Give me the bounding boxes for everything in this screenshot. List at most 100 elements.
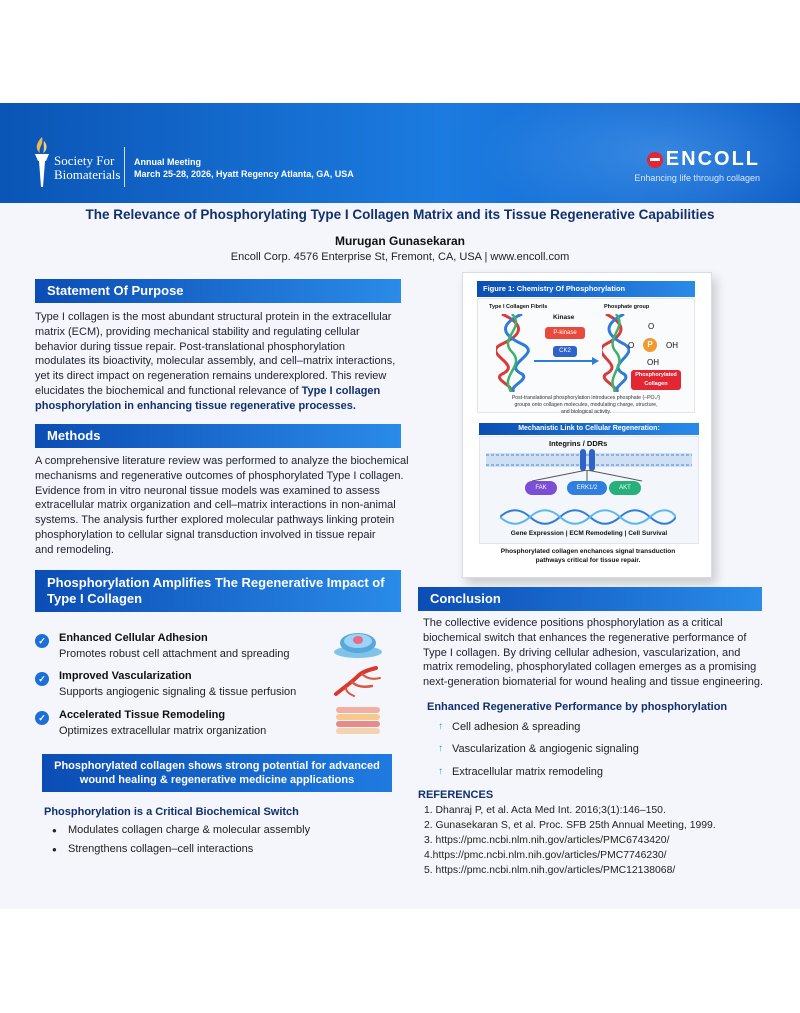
conclusion-text: The collective evidence positions phosph…	[423, 616, 793, 690]
check-icon: ✓	[35, 672, 49, 686]
feature-title: Improved Vascularization	[59, 670, 192, 682]
purpose-line: elucidates the biochemical and functiona…	[35, 384, 415, 399]
reference-link[interactable]: 3. https://pmc.ncbi.nlm.nih.gov/articles…	[424, 835, 670, 846]
reference-link[interactable]: 5. https://pmc.ncbi.nlm.nih.gov/articles…	[424, 865, 676, 876]
meeting-info: Annual Meeting March 25-28, 2026, Hyatt …	[134, 156, 354, 180]
signal-arrows-icon	[531, 470, 643, 482]
phos-collagen-line1: Phosphorylated	[635, 372, 677, 378]
methods-line: extracellular matrix organization and ce…	[35, 499, 396, 512]
affiliation: Encoll Corp. 4576 Enterprise St, Fremont…	[230, 251, 570, 263]
purpose-line: modulates its bioactivity, molecular ass…	[35, 355, 396, 368]
arrow-up-icon: ↑	[438, 743, 443, 754]
feature-desc: Supports angiogenic signaling & tissue p…	[59, 686, 297, 698]
atom-o-top: O	[648, 322, 655, 331]
arrow-up-icon: ↑	[438, 721, 443, 732]
encoll-mark-icon	[646, 151, 663, 168]
blood-vessel-icon	[334, 666, 381, 697]
methods-heading: Methods	[35, 424, 401, 448]
sfb-logo: Society For Biomaterials	[32, 135, 132, 187]
ck2-box: CK2	[553, 346, 577, 357]
torch-icon	[35, 137, 49, 187]
references-heading: REFERENCES	[418, 789, 494, 801]
figure-description: Post-translational phosphorylation intro…	[481, 395, 691, 416]
purpose-highlight-b: phosphorylation in enhancing tissue rege…	[35, 399, 356, 412]
methods-line: mechanisms and regenerative outcomes of …	[35, 469, 404, 482]
reference-item: 1. Dhanraj P, et al. Acta Med Int. 2016;…	[424, 805, 666, 816]
performance-item: ↑Extracellular matrix remodeling	[438, 766, 603, 778]
feature-desc: Optimizes extracellular matrix organizat…	[59, 725, 267, 737]
atom-oh-bottom: OH	[647, 358, 659, 367]
figure-caption: Phosphorylated collagen enchances signal…	[470, 547, 706, 565]
fibrils-label: Type I Collagen Fibrils	[489, 304, 548, 310]
encoll-tagline: Enhancing life through collagen	[634, 173, 760, 183]
purpose-line: phosphorylation in enhancing tissue rege…	[35, 399, 415, 414]
kinase-label: Kinase	[553, 314, 575, 321]
encoll-logo-text: ENCOLL	[665, 148, 760, 170]
switch-heading: Phosphorylation is a Critical Biochemica…	[44, 806, 299, 818]
methods-line: A comprehensive literature review was pe…	[35, 455, 409, 467]
phosphate-label: Phosphate group	[604, 304, 650, 310]
switch-item: Strengthens collagen–cell interactions	[52, 843, 253, 857]
switch-item: Modulates collagen charge & molecular as…	[52, 824, 310, 838]
figure-title: Figure 1: Chemistry Of Phosphorylation	[477, 281, 695, 297]
banner-line2: wound healing & regenerative medicine ap…	[79, 774, 355, 786]
performance-item-text: Cell adhesion & spreading	[452, 721, 581, 733]
banner-line1: Phosphorylated collagen shows strong pot…	[54, 760, 380, 772]
meeting-details: March 25-28, 2026, Hyatt Regency Atlanta…	[134, 169, 354, 179]
purpose-text: Type I collagen is the most abundant str…	[35, 310, 415, 414]
caption-line2: pathways critical for tissue repair.	[535, 557, 641, 564]
reference-item: 2. Gunasekaran S, et al. Proc. SFB 25th …	[424, 820, 716, 831]
feature-title: Enhanced Cellular Adhesion	[59, 632, 208, 644]
reaction-arrow-icon	[534, 357, 599, 365]
encoll-logo: ENCOLL Enhancing life through collagen	[634, 148, 760, 183]
atom-o-left: O	[628, 341, 635, 350]
fig-desc-line: groups onto collagen molecules, modulati…	[514, 402, 658, 408]
methods-line: Evidence from in vitro neuronal tissue m…	[35, 484, 380, 497]
pkinase-box: P-kinase	[545, 327, 585, 339]
encoll-wordmark: ENCOLL	[634, 148, 760, 171]
header-band: Society For Biomaterials	[0, 103, 800, 203]
sfb-name-line1: Society For	[54, 153, 115, 168]
conclusion-line: biochemical switch that enhances the reg…	[423, 631, 747, 644]
performance-heading: Enhanced Regenerative Performance by pho…	[427, 701, 728, 713]
conclusion-line: next-generation biomaterial for wound he…	[423, 676, 764, 689]
methods-text: A comprehensive literature review was pe…	[35, 454, 425, 558]
atom-oh-right: OH	[666, 341, 678, 350]
fig-desc-line: Post-translational phosphorylation intro…	[511, 395, 661, 401]
mechanism-title: Mechanistic Link to Cellular Regeneratio…	[479, 423, 699, 435]
purpose-line: behavior during tissue repair. Post-tran…	[35, 340, 346, 353]
performance-item: ↑ Vascularization & angiogenic signaling	[438, 743, 639, 755]
purpose-highlight-a: Type I collagen	[301, 384, 381, 397]
cell-membrane-icon	[486, 449, 692, 471]
purpose-line: yet its direct impact on regeneration re…	[35, 370, 387, 383]
dna-helix-icon	[500, 509, 676, 525]
conclusion-heading: Conclusion	[418, 587, 762, 611]
methods-line: and remodeling.	[35, 543, 114, 556]
amplifies-heading-line1: Phosphorylation Amplifies The Regenerati…	[47, 575, 385, 590]
potential-banner: Phosphorylated collagen shows strong pot…	[42, 754, 392, 792]
methods-line: phosphorylation to cellular signal trans…	[35, 528, 376, 541]
collagen-fibril-icon	[496, 314, 530, 392]
performance-item-text: Vascularization & angiogenic signaling	[452, 743, 639, 755]
check-icon: ✓	[35, 634, 49, 648]
atom-p: P	[643, 338, 657, 352]
outcomes-label: Gene Expression | ECM Remodeling | Cell …	[510, 530, 668, 537]
akt-node: AKT	[609, 481, 641, 495]
meeting-title: Annual Meeting	[134, 157, 201, 167]
sfb-name: Society For Biomaterials	[54, 154, 144, 182]
purpose-line-text: elucidates the biochemical and functiona…	[35, 384, 302, 397]
header-divider	[124, 147, 125, 187]
conclusion-line: matrix remodeling, phosphorylated collag…	[423, 661, 757, 674]
performance-item-text: Extracellular matrix remodeling	[452, 766, 603, 778]
feature-title: Accelerated Tissue Remodeling	[59, 709, 226, 721]
conclusion-line: Type I collagen. By driving cellular adh…	[423, 646, 741, 659]
fig-desc-line: and biological activity.	[560, 409, 612, 415]
purpose-line: Type I collagen is the most abundant str…	[35, 311, 392, 323]
erk-node: ERK1/2	[567, 481, 607, 495]
author-name: Murugan Gunasekaran	[334, 234, 466, 248]
tissue-layers-icon	[336, 707, 380, 734]
reference-link[interactable]: 4.https://pmc.ncbi.nlm.nih.gov/articles/…	[424, 850, 667, 861]
phos-collagen-line2: Collagen	[644, 381, 668, 387]
cell-adhesion-icon	[334, 633, 382, 658]
performance-item: ↑ Cell adhesion & spreading	[438, 721, 580, 733]
